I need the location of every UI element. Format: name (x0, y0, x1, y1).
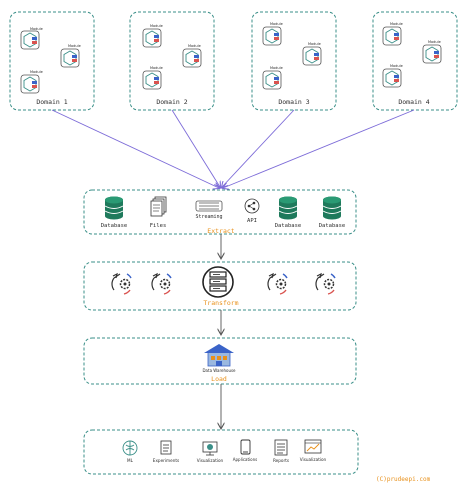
streaming-icon (195, 200, 223, 212)
source-label: Streaming (195, 214, 222, 220)
consumer-label: Visualization (300, 457, 327, 462)
domain-label: Domain 4 (398, 98, 429, 106)
module-label: Module (30, 27, 43, 31)
transform-gear-icon (267, 273, 288, 295)
domain-arrows (51, 109, 415, 188)
api-icon (244, 198, 260, 214)
module-label: Module (308, 42, 321, 46)
module-icon (382, 26, 402, 46)
domain-box-1: Module Module Module Domain 1 (9, 11, 95, 111)
domain-box-4: Module Module Module Domain 4 (372, 11, 458, 111)
module-icon (20, 30, 40, 50)
extract-box: Database Files Streaming API Database (83, 189, 357, 235)
consumers-box: ML Experiments Visualization Application… (83, 429, 359, 475)
report-icon (274, 439, 288, 456)
source-label: Files (150, 223, 167, 229)
source-label: Database (275, 223, 302, 229)
credit-text: (C)prudeepi.com (376, 476, 431, 483)
module-label: Module (390, 22, 403, 26)
module-icon (142, 70, 162, 90)
source-label: Database (319, 223, 346, 229)
module-label: Module (270, 66, 283, 70)
module-icon (60, 48, 80, 68)
source-label: Database (101, 223, 128, 229)
domain-label: Domain 3 (278, 98, 309, 106)
transform-gear-icon (151, 273, 172, 295)
consumer-label: Applications (233, 457, 257, 462)
module-icon (262, 70, 282, 90)
consumer-label: Visualization (197, 458, 224, 463)
module-icon (182, 48, 202, 68)
chart-window-icon (304, 439, 322, 454)
document-icon (160, 440, 172, 455)
consumer-label: Experiments (153, 458, 179, 463)
dashboard-icon (202, 441, 218, 456)
mobile-icon (240, 439, 251, 455)
module-icon (142, 28, 162, 48)
module-label: Module (150, 24, 163, 28)
module-label: Module (30, 70, 43, 74)
module-label: Module (188, 44, 201, 48)
brain-icon (122, 440, 138, 456)
extract-stage-label: Extract (207, 227, 234, 235)
domain-box-2: Module Module Module Domain 2 (129, 11, 215, 111)
module-icon (422, 44, 442, 64)
data-warehouse-icon (204, 344, 234, 367)
module-label: Module (390, 64, 403, 68)
warehouse-label: Data Warehouse (202, 368, 236, 373)
transform-gear-icon (315, 273, 336, 295)
transform-gear-icon (111, 273, 132, 295)
database-icon (104, 196, 124, 220)
module-label: Module (270, 22, 283, 26)
files-icon (150, 196, 167, 217)
database-icon (322, 196, 342, 220)
source-label: API (247, 218, 257, 224)
transform-box: Transform (83, 261, 357, 311)
module-label: Module (150, 66, 163, 70)
module-label: Module (68, 44, 81, 48)
module-icon (262, 26, 282, 46)
domain-label: Domain 1 (36, 98, 67, 106)
consumer-label: Reports (273, 458, 289, 463)
server-icon (202, 266, 234, 298)
module-icon (382, 68, 402, 88)
consumer-label: ML (127, 458, 134, 463)
module-label: Module (428, 40, 441, 44)
transform-stage-label: Transform (203, 299, 238, 307)
domain-label: Domain 2 (156, 98, 187, 106)
load-stage-label: Load (211, 375, 227, 383)
module-icon (302, 46, 322, 66)
domain-box-3: Module Module Module Domain 3 (251, 11, 337, 111)
load-box: Data Warehouse Load (83, 337, 357, 385)
database-icon (278, 196, 298, 220)
module-icon (20, 74, 40, 94)
